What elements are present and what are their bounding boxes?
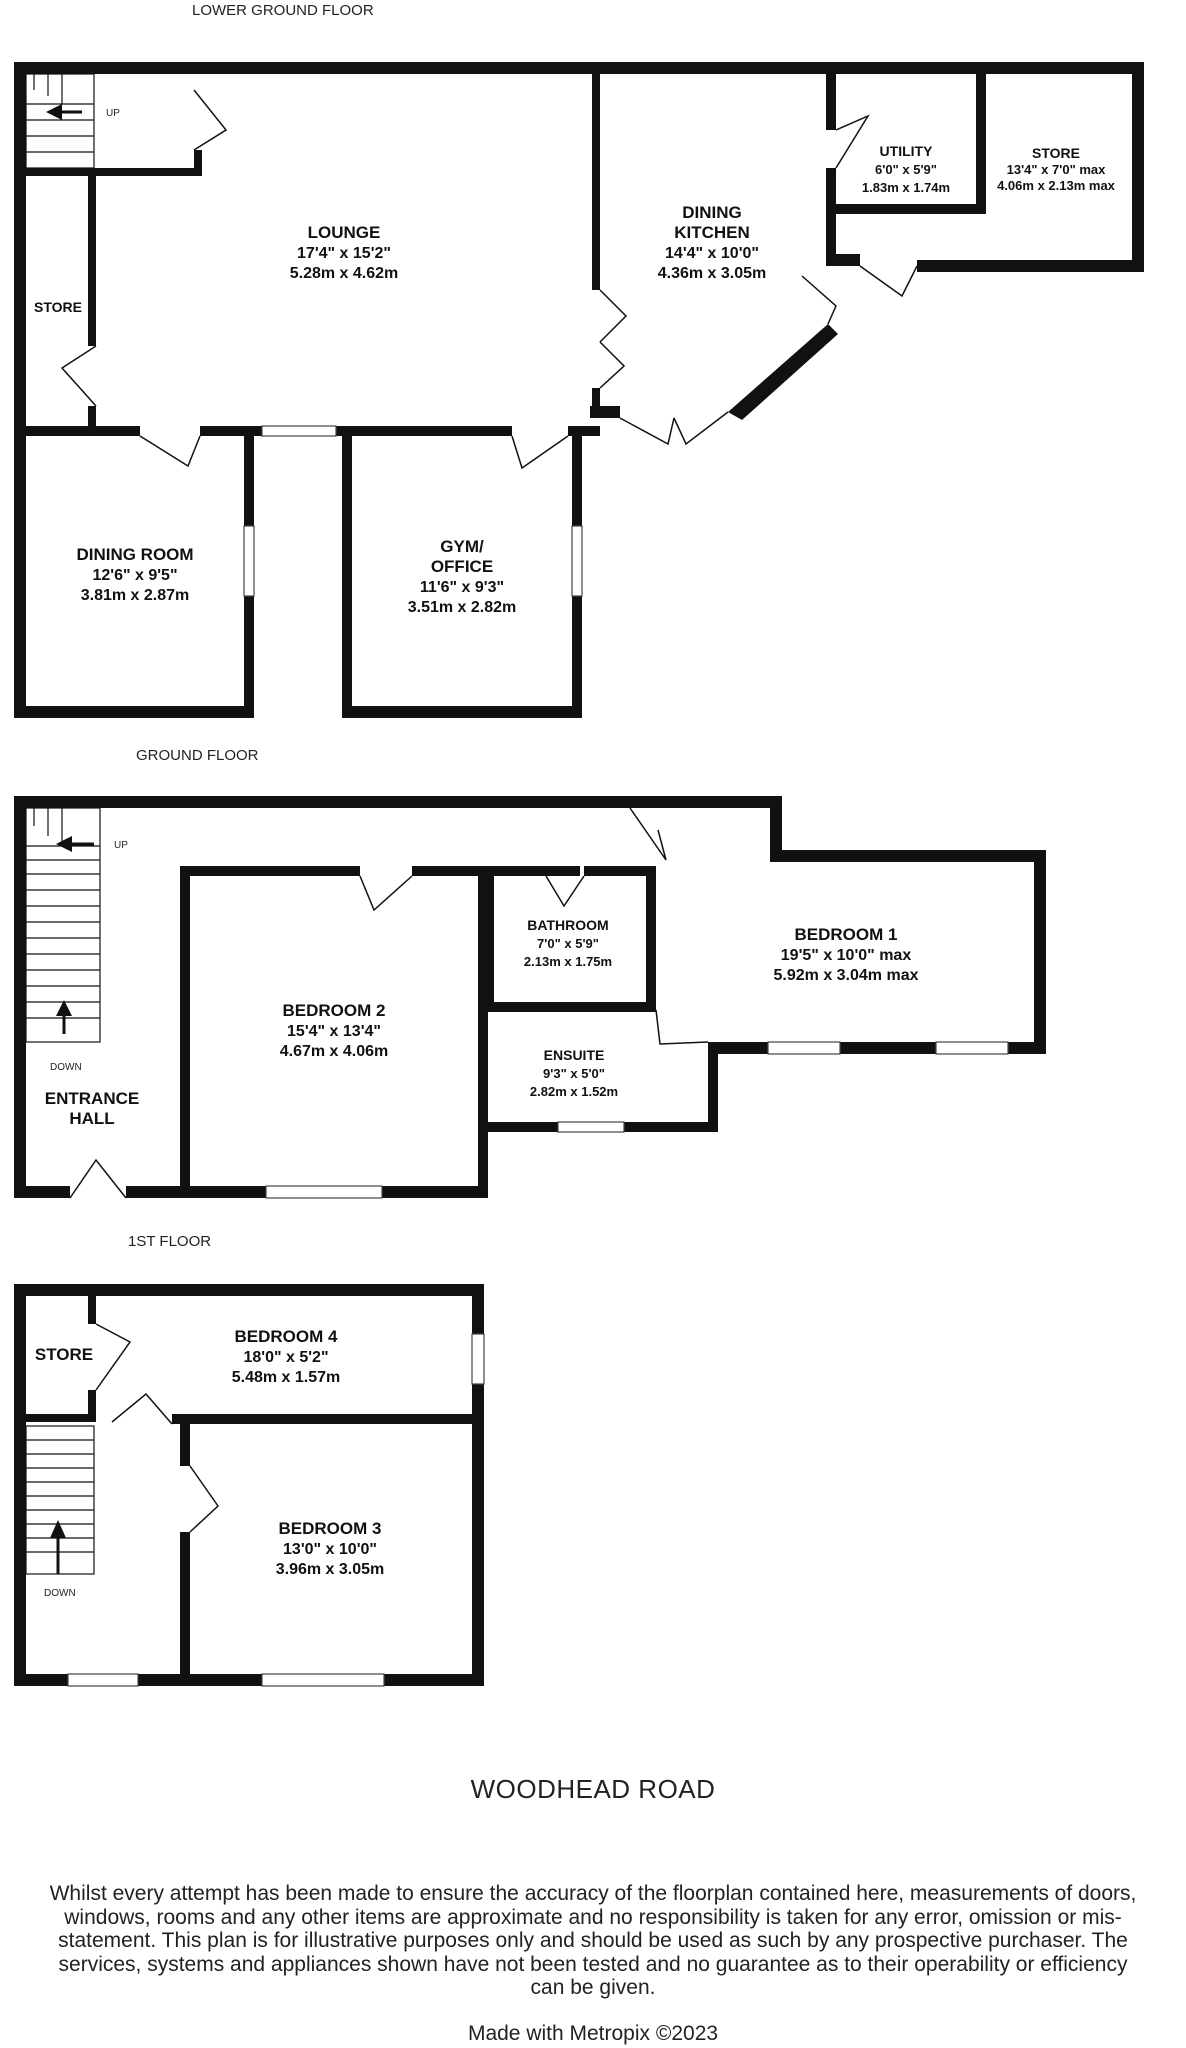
room-bedroom-4: BEDROOM 4 18'0" x 5'2" 5.48m x 1.57m — [232, 1327, 341, 1386]
room-dining-room: DINING ROOM 12'6" x 9'5" 3.81m x 2.87m — [76, 545, 193, 604]
room-bedroom-1: BEDROOM 1 19'5" x 10'0" max 5.92m x 3.04… — [774, 925, 919, 984]
ground-floor-walls — [14, 796, 1046, 1198]
room-entrance-hall: ENTRANCE HALL — [45, 1089, 139, 1128]
room-bedroom-3: BEDROOM 3 13'0" x 10'0" 3.96m x 3.05m — [276, 1519, 385, 1578]
floorplan-drawing: LOWER GROUND FLOOR — [14, 2, 1144, 1687]
room-bedroom-2: BEDROOM 2 15'4" x 13'4" 4.67m x 4.06m — [280, 1001, 389, 1060]
room-dims-imperial: 12'6" x 9'5" — [92, 567, 177, 584]
room-name: STORE — [1032, 145, 1080, 161]
room-dims-imperial: 15'4" x 13'4" — [287, 1023, 381, 1040]
room-name: STORE — [34, 299, 82, 315]
room-dims-metric: 4.67m x 4.06m — [280, 1043, 389, 1060]
room-name: BEDROOM 4 — [235, 1327, 339, 1346]
room-dims-metric: 3.96m x 3.05m — [276, 1561, 385, 1578]
room-dims-imperial: 6'0" x 5'9" — [875, 162, 937, 177]
room-name: HALL — [69, 1109, 114, 1128]
floor-label-ground: GROUND FLOOR — [136, 747, 259, 764]
room-lounge: LOUNGE 17'4" x 15'2" 5.28m x 4.62m — [290, 223, 399, 282]
first-floor-doors — [95, 1323, 219, 1533]
disclaimer-text: Whilst every attempt has been made to en… — [49, 1882, 1137, 1999]
room-dims-metric: 2.82m x 1.52m — [530, 1084, 618, 1099]
room-name: DINING — [682, 203, 742, 222]
room-dims-imperial: 13'0" x 10'0" — [283, 1541, 377, 1558]
room-dims-metric: 5.48m x 1.57m — [232, 1369, 341, 1386]
room-dims-imperial: 18'0" x 5'2" — [243, 1349, 328, 1366]
room-name: GYM/ — [440, 537, 484, 556]
stairs-up-label: UP — [114, 840, 128, 851]
room-bathroom: BATHROOM 7'0" x 5'9" 2.13m x 1.75m — [524, 917, 612, 969]
room-name: KITCHEN — [674, 223, 750, 242]
ground-floor-stairs — [25, 807, 101, 1043]
room-dims-metric: 4.36m x 3.05m — [658, 265, 767, 282]
lower-ground-floor-doors — [60, 89, 918, 470]
room-store-right: STORE 13'4" x 7'0" max 4.06m x 2.13m max — [997, 145, 1116, 193]
room-dims-imperial: 17'4" x 15'2" — [297, 245, 391, 262]
room-name: UTILITY — [880, 143, 934, 159]
room-name: BEDROOM 3 — [279, 1519, 382, 1538]
room-name: ENTRANCE — [45, 1089, 139, 1108]
room-name: LOUNGE — [308, 223, 381, 242]
room-dims-metric: 5.28m x 4.62m — [290, 265, 399, 282]
lower-ground-floor-walls — [14, 62, 1144, 718]
room-dims-imperial: 7'0" x 5'9" — [537, 936, 599, 951]
credit-text: Made with Metropix ©2023 — [467, 2022, 719, 2045]
room-dims-imperial: 13'4" x 7'0" max — [1007, 162, 1107, 177]
room-dims-imperial: 11'6" x 9'3" — [420, 579, 504, 596]
stairs-down-label: DOWN — [44, 1588, 76, 1599]
room-name: DINING ROOM — [76, 545, 193, 564]
lower-ground-floor-windows — [243, 425, 583, 597]
room-name: OFFICE — [431, 557, 493, 576]
first-floor-windows — [67, 1333, 485, 1687]
room-store-left: STORE — [34, 299, 82, 315]
first-floor-stairs — [25, 1425, 95, 1575]
room-dims-metric: 3.81m x 2.87m — [81, 587, 190, 604]
room-dims-metric: 2.13m x 1.75m — [524, 954, 612, 969]
room-name: BEDROOM 2 — [283, 1001, 386, 1020]
room-gym-office: GYM/ OFFICE 11'6" x 9'3" 3.51m x 2.82m — [408, 537, 517, 616]
property-address: WOODHEAD ROAD — [470, 1774, 716, 1804]
lower-ground-stairs — [25, 73, 95, 169]
room-dining-kitchen: DINING KITCHEN 14'4" x 10'0" 4.36m x 3.0… — [658, 203, 767, 282]
room-dims-metric: 1.83m x 1.74m — [862, 180, 950, 195]
first-floor-walls — [14, 1284, 484, 1686]
stairs-up-label: UP — [106, 108, 120, 119]
floor-label-lower-ground: LOWER GROUND FLOOR — [192, 2, 374, 19]
room-ensuite: ENSUITE 9'3" x 5'0" 2.82m x 1.52m — [530, 1047, 618, 1099]
floor-label-first: 1ST FLOOR — [128, 1233, 211, 1250]
room-name: ENSUITE — [544, 1047, 605, 1063]
ground-floor-windows — [265, 1041, 1009, 1199]
room-utility: UTILITY 6'0" x 5'9" 1.83m x 1.74m — [862, 143, 950, 195]
room-name: BATHROOM — [527, 917, 608, 933]
room-dims-imperial: 19'5" x 10'0" max — [781, 947, 912, 964]
room-dims-imperial: 14'4" x 10'0" — [665, 245, 759, 262]
room-dims-imperial: 9'3" x 5'0" — [543, 1066, 605, 1081]
room-dims-metric: 3.51m x 2.82m — [408, 599, 517, 616]
stairs-down-label: DOWN — [50, 1062, 82, 1073]
room-name: BEDROOM 1 — [795, 925, 898, 944]
room-dims-metric: 4.06m x 2.13m max — [997, 178, 1116, 193]
room-store-first-floor: STORE — [35, 1345, 93, 1364]
room-dims-metric: 5.92m x 3.04m max — [774, 967, 919, 984]
ground-floor-doors — [69, 807, 709, 1199]
room-name: STORE — [35, 1345, 93, 1364]
